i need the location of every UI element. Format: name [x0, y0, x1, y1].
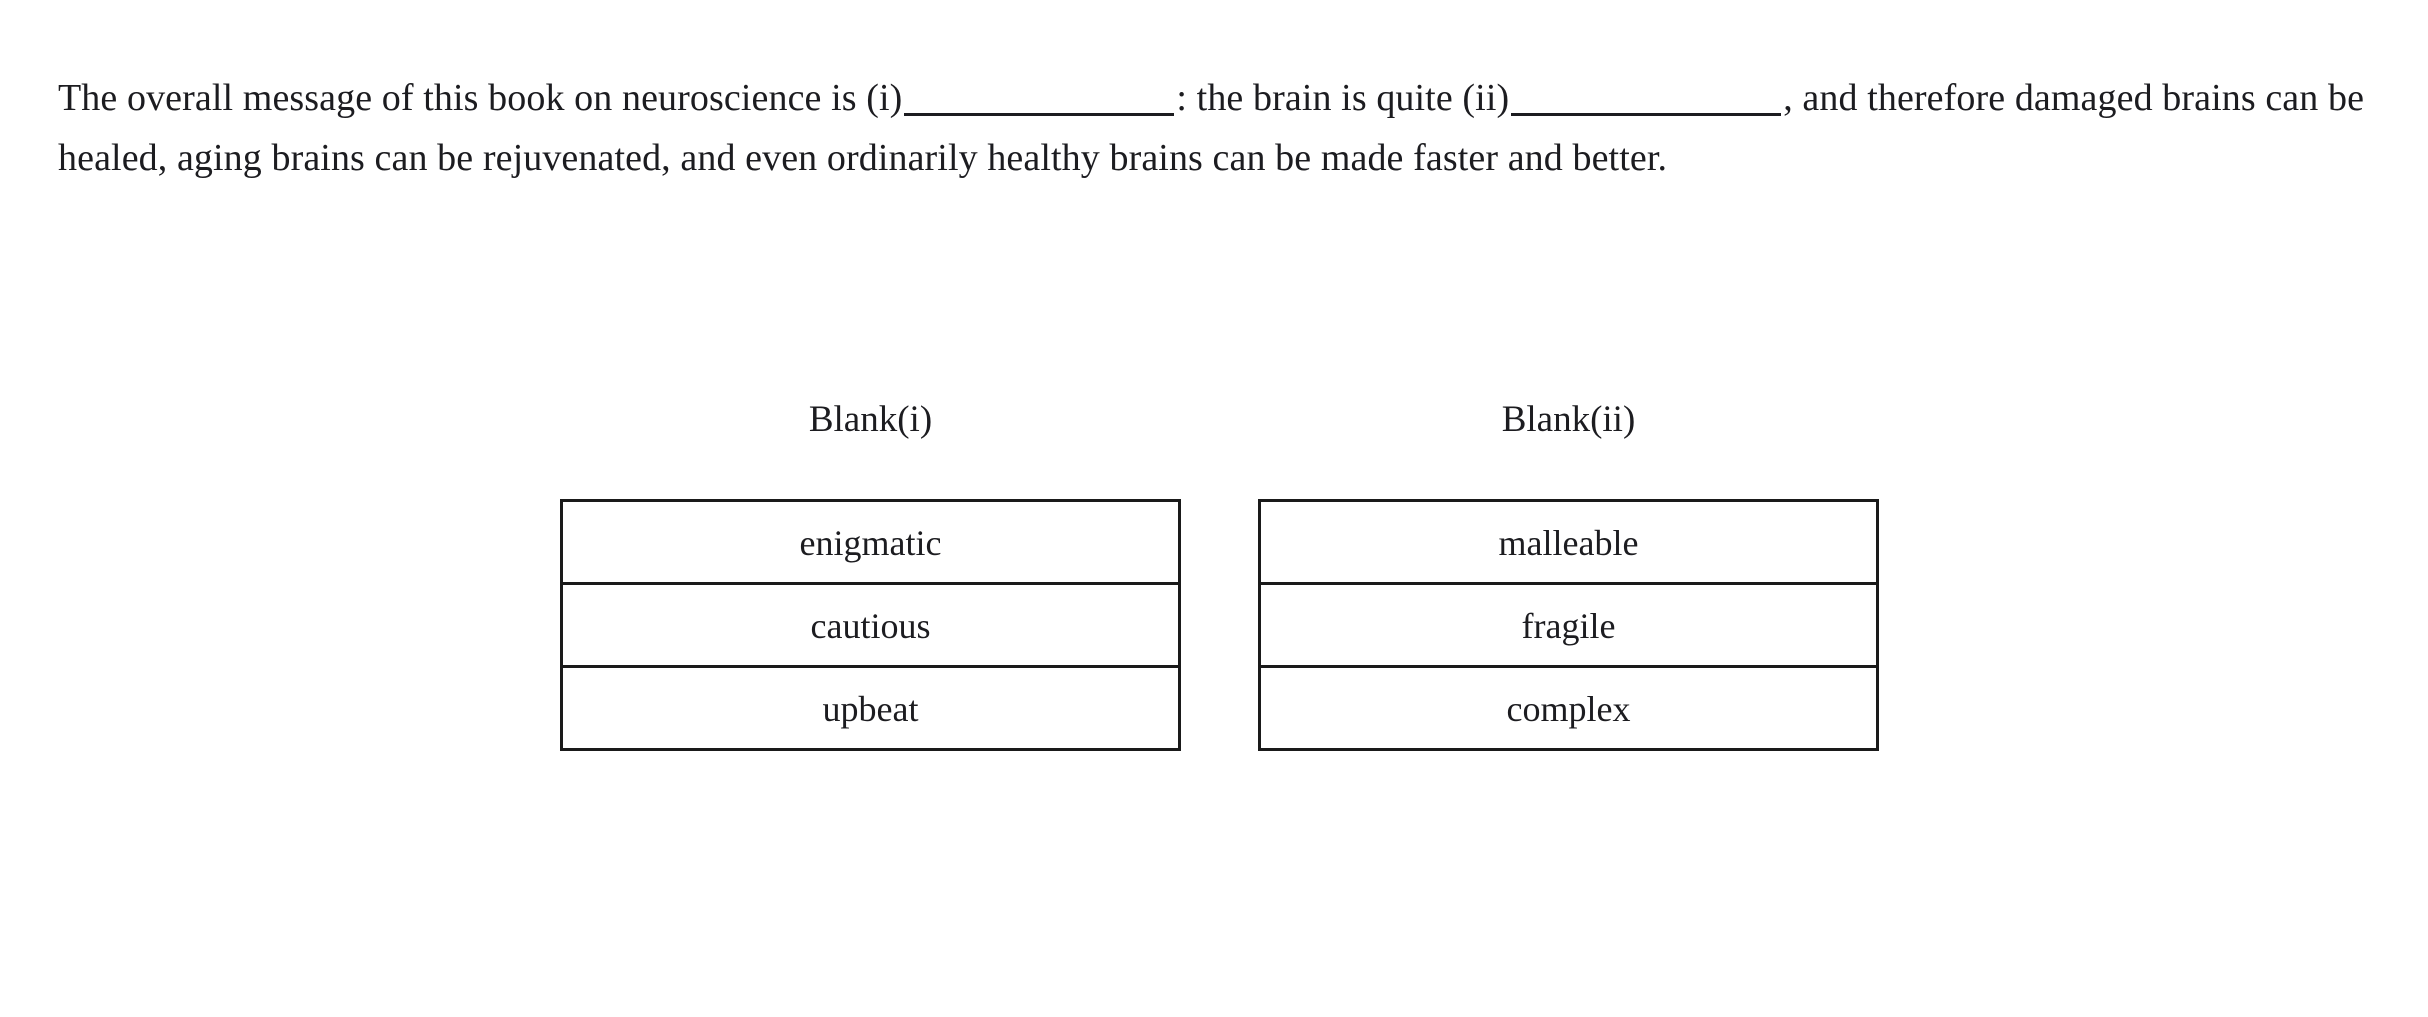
answer-choice-table: Blank(i) enigmatic cautious upbeat Blank…	[560, 398, 1880, 751]
answer-column-blank-ii: Blank(ii) malleable fragile complex	[1258, 398, 1879, 751]
option-blank-i-2[interactable]: cautious	[563, 585, 1178, 668]
blank-i-underline	[904, 113, 1175, 116]
option-box-blank-ii: malleable fragile complex	[1258, 499, 1879, 751]
question-prompt: The overall message of this book on neur…	[58, 68, 2398, 188]
option-box-blank-i: enigmatic cautious upbeat	[560, 499, 1181, 751]
prompt-segment-3: , and therefore damaged brains can be he…	[58, 77, 2365, 179]
blank-ii-underline	[1511, 113, 1782, 116]
answer-column-blank-i: Blank(i) enigmatic cautious upbeat	[560, 398, 1181, 751]
option-blank-i-1[interactable]: enigmatic	[563, 502, 1178, 585]
option-blank-ii-3[interactable]: complex	[1261, 668, 1876, 751]
prompt-segment-1: The overall message of this book on neur…	[58, 77, 903, 119]
column-header-blank-ii: Blank(ii)	[1501, 399, 1636, 440]
prompt-segment-2: : the brain is quite (ii)	[1176, 77, 1510, 119]
option-blank-i-3[interactable]: upbeat	[563, 668, 1178, 751]
option-blank-ii-2[interactable]: fragile	[1261, 585, 1876, 668]
option-blank-ii-1[interactable]: malleable	[1261, 502, 1876, 585]
column-header-blank-i: Blank(i)	[808, 399, 933, 440]
